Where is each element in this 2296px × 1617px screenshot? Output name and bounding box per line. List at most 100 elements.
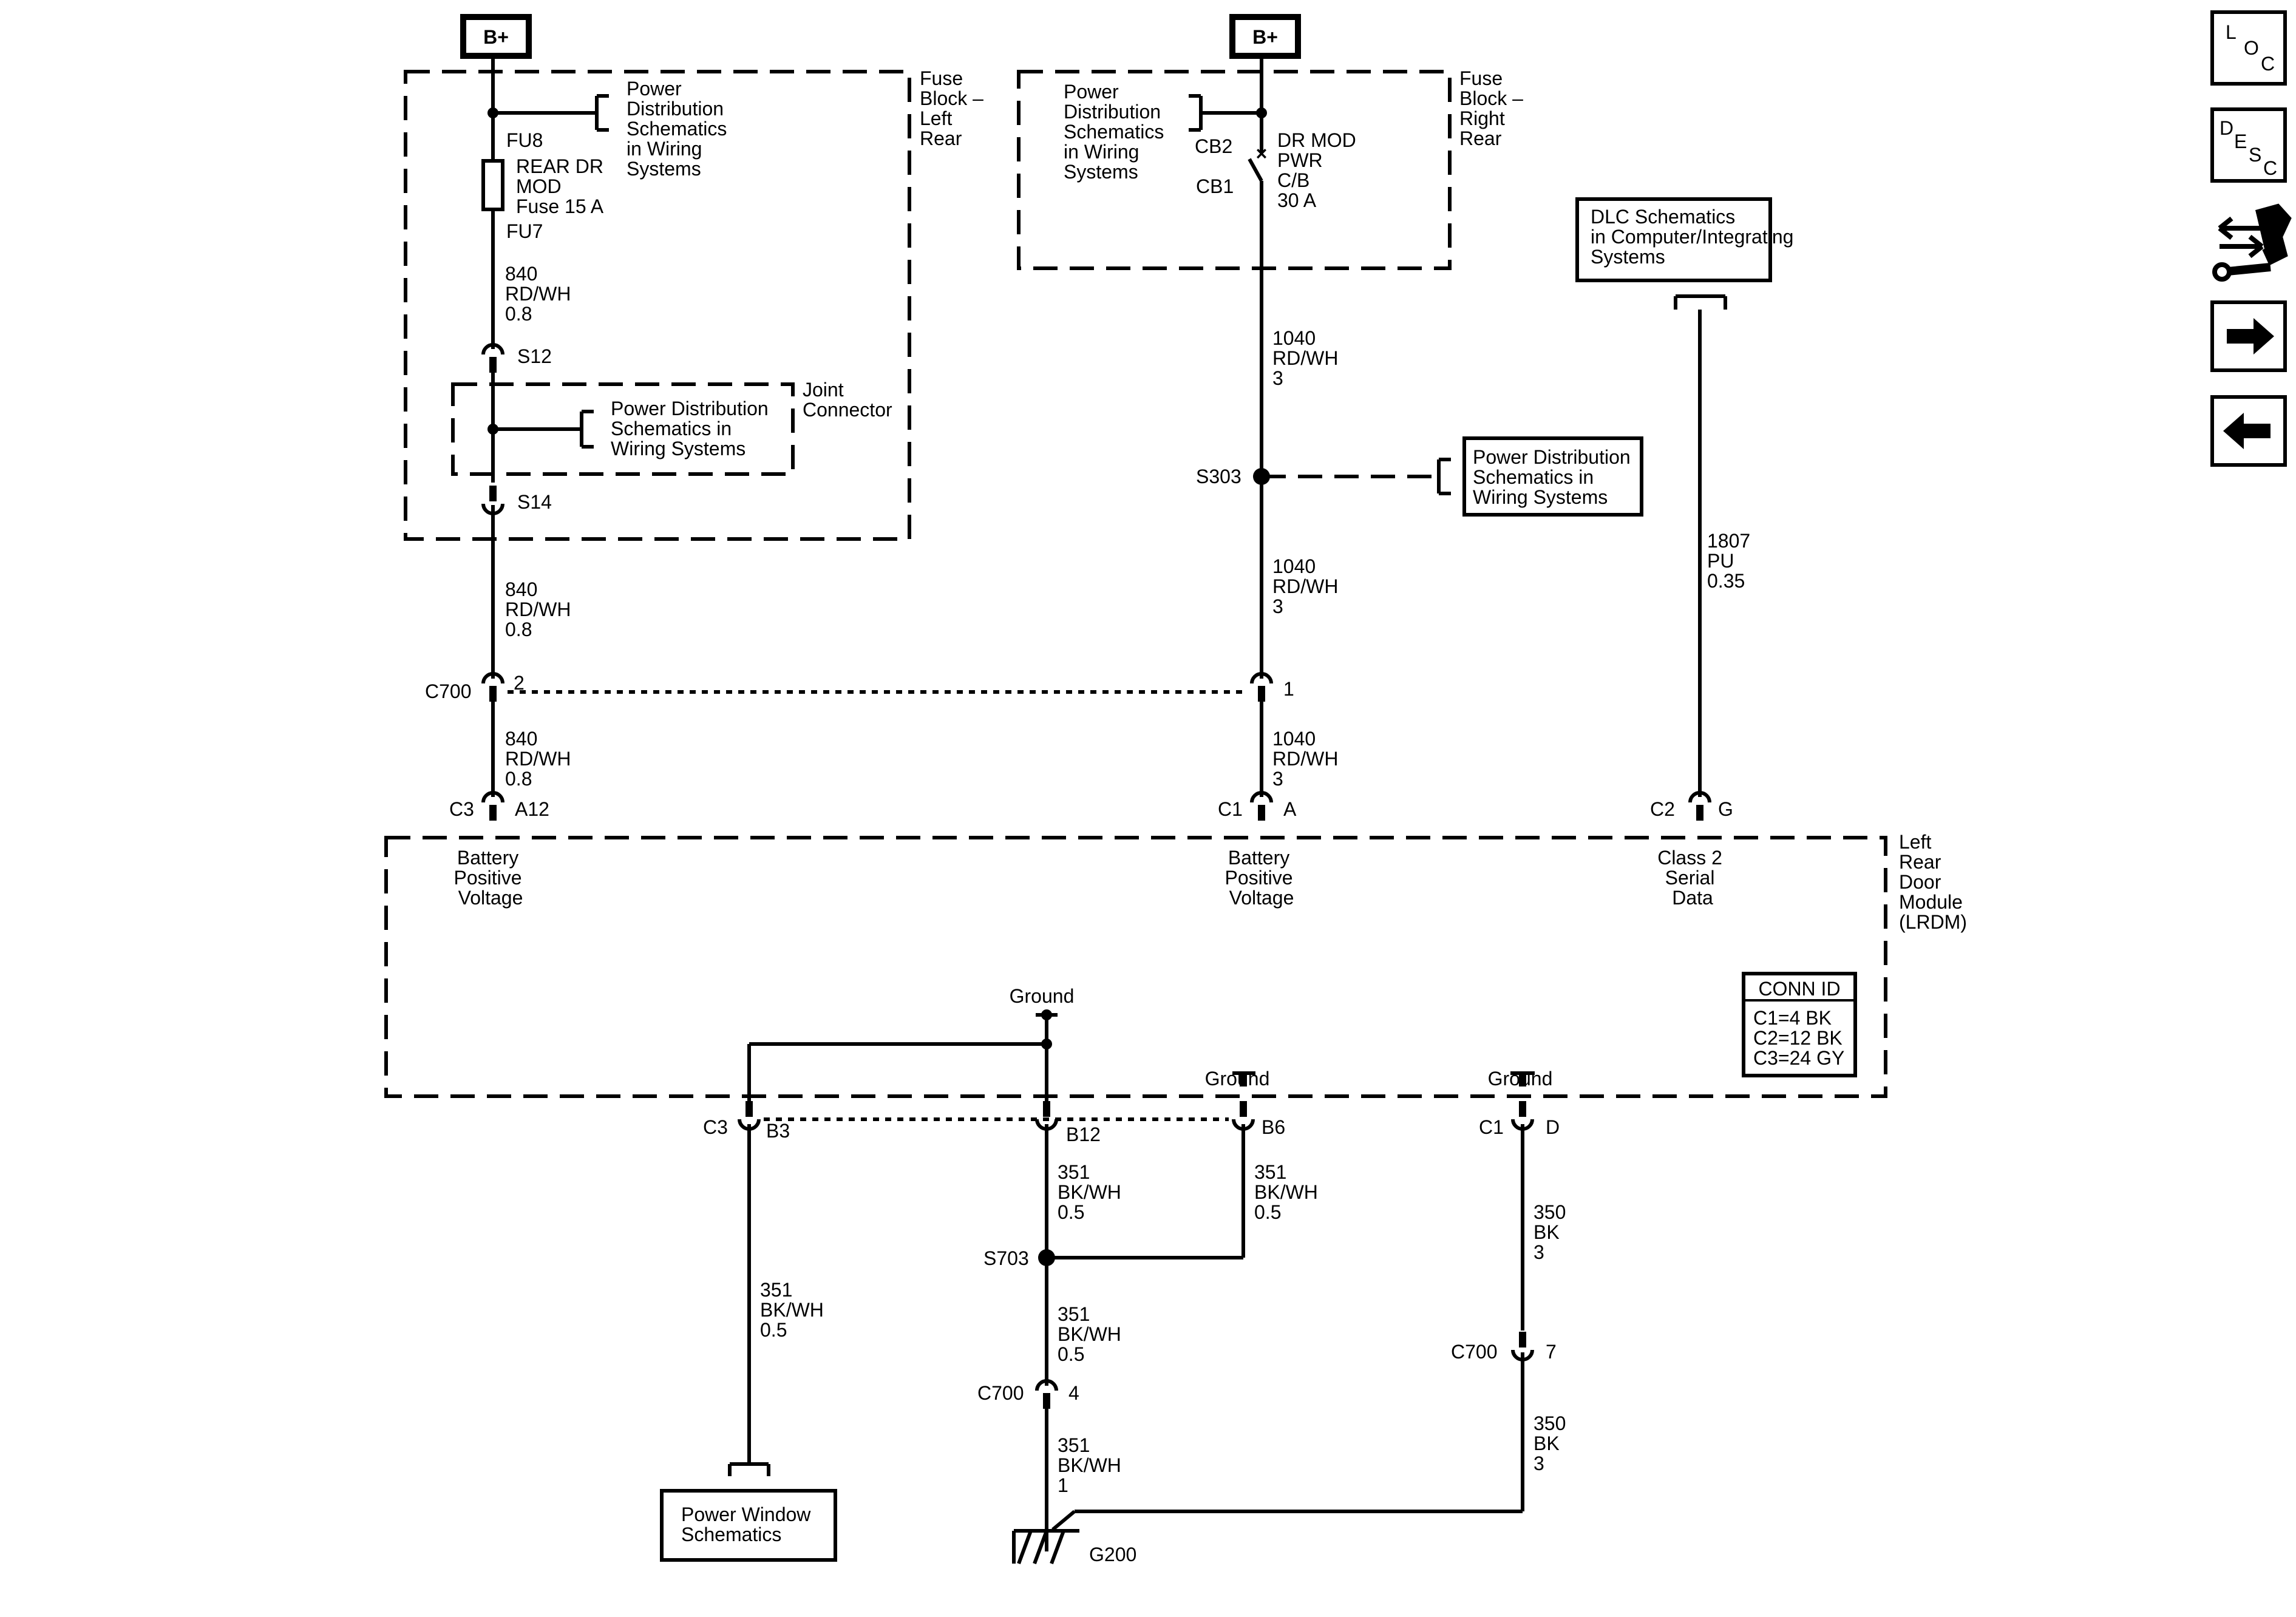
pin4-label: 4 (1068, 1382, 1079, 1404)
s703-label: S703 (983, 1247, 1029, 1269)
c1-bottom-label: C1 (1479, 1116, 1504, 1138)
c3-label: C3 (449, 798, 474, 820)
center-feed-wire (1189, 56, 1451, 797)
circuit-breaker-icon: × (1256, 143, 1268, 164)
svg-text:DLC Schematics in Comput: DLC Schematics in Computer/Integrating S… (1591, 206, 1799, 268)
fuse-block-left-rear: Fuse Block – Left Rear (404, 67, 989, 541)
c700-pin4-label: C700 (977, 1382, 1024, 1404)
d-label: D (1546, 1116, 1560, 1138)
arrow-left-icon (2223, 413, 2271, 449)
desc-button[interactable]: D E S C (2210, 107, 2287, 183)
s12-label: S12 (517, 345, 552, 367)
bpv-center-label: Battery Positive Voltage (1225, 847, 1299, 909)
wire-351-b6-label: 351 BK/WH 0.5 (1254, 1161, 1323, 1223)
svg-text:O: O (2244, 37, 2259, 59)
wire-840-mid-label: 840 RD/WH 0.8 (505, 578, 576, 640)
class2-wire (1674, 294, 1727, 797)
s303-splice (1253, 468, 1270, 485)
lrdm-module: Left Rear Door Module (LRDM) (384, 831, 1968, 1098)
class2-label: Class 2 Serial Data (1657, 847, 1728, 909)
wire-351-b12-label: 351 BK/WH 0.5 (1058, 1161, 1127, 1223)
a12-label: A12 (515, 798, 549, 820)
wire-351-g-label: 351 BK/WH 1 (1058, 1434, 1127, 1496)
c700-top-label: C700 (425, 680, 472, 702)
rear-dr-mod-fuse-icon (481, 159, 504, 211)
c3-bottom-label: C3 (703, 1116, 728, 1138)
wire-350-a-label: 350 BK 3 (1533, 1201, 1571, 1263)
g200-label: G200 (1089, 1544, 1136, 1565)
wire-350-b-label: 350 BK 3 (1533, 1412, 1571, 1474)
wire-1040-c-label: 1040 RD/WH 3 (1272, 728, 1343, 790)
svg-text:C: C (2263, 157, 2277, 179)
fu8-label: FU8 (506, 129, 543, 151)
b6-label: B6 (1262, 1116, 1285, 1138)
a-label: A (1283, 798, 1297, 820)
c700-pin1-label: 1 (1283, 678, 1294, 700)
joint-connector: Power Distribution Schematics in Wiring … (451, 379, 892, 476)
svg-text:E: E (2234, 131, 2247, 152)
s703-splice (1038, 1249, 1055, 1266)
ground-d-label: Ground (1488, 1068, 1553, 1090)
fuse-block-right-rear: Fuse Block – Right Rear (1017, 67, 1529, 270)
wire-1807-label: 1807 PU 0.35 (1707, 530, 1756, 592)
battery-positive-center: B+ (1229, 14, 1301, 59)
lrdm-module-name: Left Rear Door Module (LRDM) (1899, 831, 1968, 933)
c1-label: C1 (1218, 798, 1243, 820)
g200-ground-icon (1012, 1529, 1079, 1565)
inner-ground (747, 1009, 1058, 1114)
wire-351-b3-label: 351 BK/WH 0.5 (760, 1279, 829, 1341)
wire-351-mid-label: 351 BK/WH 0.5 (1058, 1303, 1127, 1365)
ground-b6-symbol (1232, 1071, 1255, 1086)
arrow-right-icon (2227, 318, 2274, 354)
bplus-left-label: B+ (483, 26, 509, 48)
connector-wrench-icon[interactable] (2212, 203, 2292, 282)
svg-text:C1=4 BK C2=12 BK C: C1=4 BK C2=12 BK C3=24 GY (1753, 1007, 1848, 1069)
ground-d-symbol (1510, 1071, 1535, 1086)
c2-label: C2 (1650, 798, 1675, 820)
wire-840-low-label: 840 RD/WH 0.8 (505, 728, 576, 790)
s303-pds-ref-box[interactable]: Power Distribution Schematics in Wiring … (1462, 436, 1643, 517)
svg-text:Power Distribution Schem: Power Distribution Schematics in Wiring … (1473, 446, 1636, 508)
svg-text:CONN ID: CONN ID (1758, 978, 1840, 1000)
c700-pin7-label: C700 (1451, 1341, 1498, 1363)
b12-label: B12 (1066, 1124, 1101, 1145)
svg-text:Power Window Schematics: Power Window Schematics (681, 1503, 816, 1545)
ground-inner-label: Ground (1010, 985, 1075, 1007)
fuse-name-label: REAR DR MOD Fuse 15 A (516, 155, 609, 217)
fuse-block-right-title: Fuse Block – Right Rear (1459, 67, 1529, 149)
b3-label: B3 (766, 1120, 790, 1142)
g-label: G (1718, 798, 1733, 820)
loc-button[interactable]: L O C (2210, 10, 2287, 86)
cb2-label: CB2 (1195, 135, 1232, 157)
battery-positive-left: B+ (460, 14, 532, 59)
s14-label: S14 (517, 491, 552, 513)
ground-b6-label: Ground (1205, 1068, 1270, 1090)
wire-1040-a-label: 1040 RD/WH 3 (1272, 327, 1343, 389)
pin7-label: 7 (1546, 1341, 1557, 1363)
joint-pds-ref[interactable]: Power Distribution Schematics in Wiring … (611, 398, 774, 459)
svg-text:D: D (2220, 117, 2233, 139)
svg-text:L: L (2226, 21, 2237, 43)
pds-ref-left[interactable]: Power Distribution Schematics in Wiring … (627, 78, 732, 180)
wire-1040-b-label: 1040 RD/WH 3 (1272, 555, 1343, 617)
previous-page-button[interactable] (2210, 395, 2287, 467)
conn-id-box: CONN ID C1=4 BK C2=12 BK C3=24 GY (1742, 972, 1857, 1077)
fu7-label: FU7 (506, 220, 543, 242)
fuse-block-left-title: Fuse Block – Left Rear (920, 67, 989, 149)
svg-text:S: S (2249, 144, 2261, 166)
wire-840-top-label: 840 RD/WH 0.8 (505, 263, 576, 325)
joint-connector-label: Joint Connector (803, 379, 892, 421)
circuit-breaker-name: DR MOD PWR C/B 30 A (1277, 129, 1362, 211)
cb1-label: CB1 (1196, 175, 1234, 197)
left-feed-wire (487, 56, 609, 797)
svg-text:C: C (2261, 53, 2275, 75)
next-page-button[interactable] (2210, 300, 2287, 372)
power-window-ref-box[interactable]: Power Window Schematics (660, 1489, 837, 1562)
s303-label: S303 (1196, 466, 1241, 487)
dlc-ref-box[interactable]: DLC Schematics in Computer/Integrating S… (1575, 197, 1799, 282)
bplus-center-label: B+ (1252, 26, 1278, 48)
c700-pin2-label: 2 (514, 672, 525, 694)
bpv-left-label: Battery Positive Voltage (454, 847, 528, 909)
pds-ref-right[interactable]: Power Distribution Schematics in Wiring … (1064, 81, 1169, 183)
